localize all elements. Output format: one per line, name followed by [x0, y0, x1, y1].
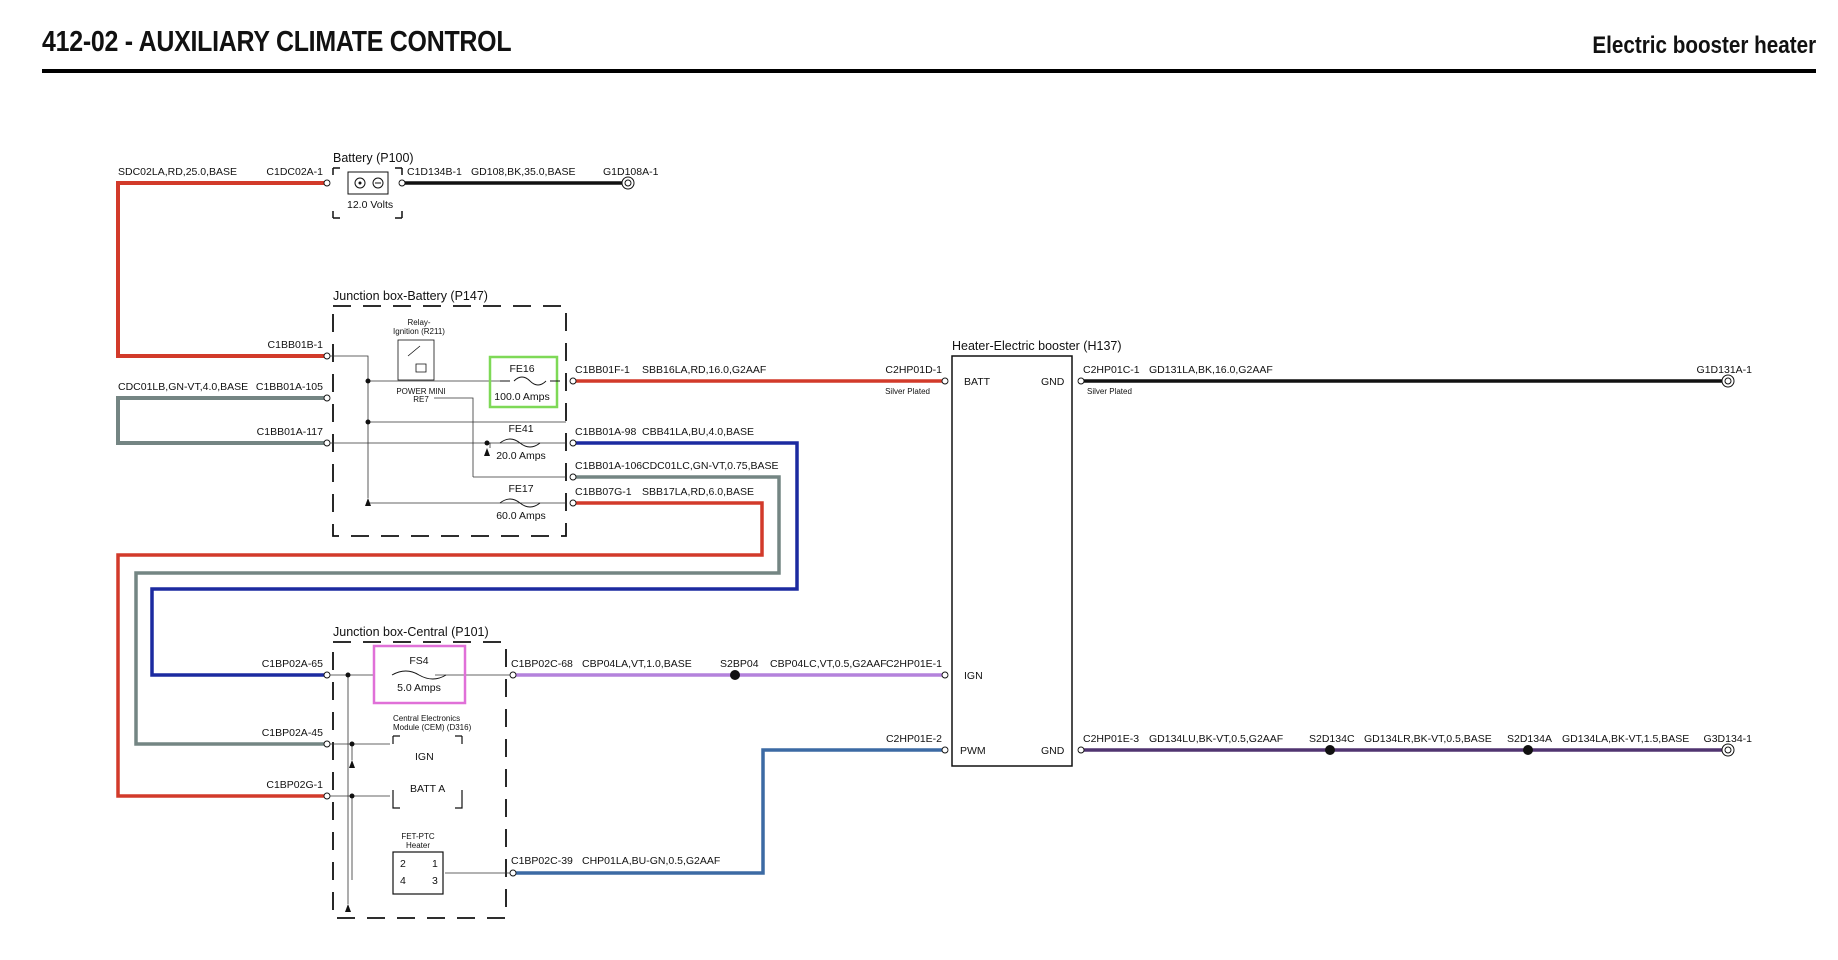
- fuse-fe41-rating: 20.0 Amps: [496, 450, 546, 462]
- fuse-fs4-name: FS4: [409, 655, 428, 667]
- conn-c1bb01a-117: C1BB01A-117: [257, 426, 324, 438]
- wire-cbb41la: [150, 441, 799, 677]
- connector-labels: C1DC02A-1 C1D134B-1 G1D108A-1 C1BB01B-1 …: [256, 166, 1752, 867]
- fuse-fe16-name: FE16: [509, 363, 534, 375]
- connector-pins: [323, 179, 1085, 877]
- conn-g1d131a-1: G1D131A-1: [1697, 364, 1753, 376]
- conn-c1bb01a-106: C1BB01A-106: [575, 460, 642, 472]
- fet-pin-3: 3: [432, 875, 438, 887]
- heater-pin-gnd-2: GND: [1041, 745, 1065, 757]
- wire-label-gd134lu: GD134LU,BK-VT,0.5,G2AAF: [1149, 733, 1283, 745]
- conn-c1bb01a-98: C1BB01A-98: [575, 426, 636, 438]
- splice-s2d134a: S2D134A: [1507, 733, 1552, 745]
- wire-cdc01lb: [116, 396, 327, 445]
- conn-c1bp02a-65: C1BP02A-65: [262, 658, 323, 670]
- wire-label-cbp04la: CBP04LA,VT,1.0,BASE: [582, 658, 692, 670]
- conn-c1bb07g-1: C1BB07G-1: [575, 486, 632, 498]
- fet-pin-4: 4: [400, 875, 406, 887]
- conn-c1d134b-1: C1D134B-1: [407, 166, 462, 178]
- conn-c2hp01c-1: C2HP01C-1: [1083, 364, 1140, 376]
- wire-label-gd131la: GD131LA,BK,16.0,G2AAF: [1149, 364, 1273, 376]
- battery-title: Battery (P100): [333, 151, 414, 165]
- heater-pin-ign: IGN: [964, 670, 983, 682]
- wire-label-sdc02la: SDC02LA,RD,25.0,BASE: [118, 166, 237, 178]
- fet-label-1: FET-PTC: [401, 832, 435, 841]
- heater-pin-batt: BATT: [964, 376, 991, 388]
- cem-label-2: Module (CEM) (D316): [393, 723, 472, 732]
- conn-c2hp01e-3: C2HP01E-3: [1083, 733, 1139, 745]
- splice-s2bp04: S2BP04: [720, 658, 759, 670]
- note-silver-plated-batt: Silver Plated: [885, 387, 930, 396]
- heater-pin-pwm: PWM: [960, 745, 986, 757]
- fuse-fe17-rating: 60.0 Amps: [496, 510, 546, 522]
- splice-points: [730, 670, 1533, 755]
- fet-label-2: Heater: [406, 841, 430, 850]
- conn-c1bp02c-39: C1BP02C-39: [511, 855, 573, 867]
- relay-label-1: Relay-: [407, 318, 430, 327]
- wire-label-sbb16la: SBB16LA,RD,16.0,G2AAF: [642, 364, 766, 376]
- battery-p100: Battery (P100) 12.0 Volts: [332, 151, 414, 219]
- conn-c1dc02a-1: C1DC02A-1: [266, 166, 323, 178]
- heater-electric-booster: Heater-Electric booster (H137) BATT GND …: [951, 339, 1122, 767]
- conn-c2hp01e-1: C2HP01E-1: [886, 658, 942, 670]
- wire-label-gd134la: GD134LA,BK-VT,1.5,BASE: [1562, 733, 1689, 745]
- header-rule: [42, 69, 1816, 73]
- wire-chp01la: [513, 748, 945, 875]
- wire-sbb17la: [116, 501, 764, 798]
- note-silver-plated-gnd: Silver Plated: [1087, 387, 1132, 396]
- conn-c1bp02a-45: C1BP02A-45: [262, 727, 323, 739]
- relay-type-2: RE7: [413, 395, 429, 404]
- fet-pin-2: 2: [400, 858, 406, 870]
- fuse-fe17-name: FE17: [508, 483, 533, 495]
- wire-label-gd108: GD108,BK,35.0,BASE: [471, 166, 575, 178]
- junction-box-battery: Junction box-Battery (P147) Relay- Ignit…: [327, 289, 567, 537]
- fuse-fe16: FE16 100.0 Amps: [488, 355, 560, 409]
- splice-s2d134c: S2D134C: [1309, 733, 1355, 745]
- conn-c1bb01f-1: C1BB01F-1: [575, 364, 630, 376]
- conn-c2hp01e-2: C2HP01E-2: [886, 733, 942, 745]
- conn-c1bb01b-1: C1BB01B-1: [268, 339, 324, 351]
- conn-c1bb01a-105: C1BB01A-105: [256, 381, 323, 393]
- wire-labels: SDC02LA,RD,25.0,BASE GD108,BK,35.0,BASE …: [118, 166, 1689, 867]
- conn-g1d108a-1: G1D108A-1: [603, 166, 659, 178]
- fuse-fe16-rating: 100.0 Amps: [494, 391, 549, 403]
- wire-label-sbb17la: SBB17LA,RD,6.0,BASE: [642, 486, 754, 498]
- page-subtitle: Electric booster heater: [1592, 32, 1816, 59]
- wire-label-cdc01lb: CDC01LB,GN-VT,4.0,BASE: [118, 381, 248, 393]
- page-title: 412-02 - AUXILIARY CLIMATE CONTROL: [42, 26, 512, 58]
- wire-label-cdc01lc: CDC01LC,GN-VT,0.75,BASE: [642, 460, 779, 472]
- battery-rating: 12.0 Volts: [347, 199, 393, 211]
- fuse-fe41-name: FE41: [508, 423, 533, 435]
- cem-ign: IGN: [415, 751, 434, 763]
- fuse-fs4-rating: 5.0 Amps: [397, 682, 441, 694]
- junction-box-central: Junction box-Central (P101) FS4 5.0 Amps…: [327, 625, 513, 919]
- conn-c1bp02g-1: C1BP02G-1: [266, 779, 323, 791]
- fet-pin-1: 1: [432, 858, 438, 870]
- wire-label-cbb41la: CBB41LA,BU,4.0,BASE: [642, 426, 754, 438]
- conn-c1bp02c-68: C1BP02C-68: [511, 658, 573, 670]
- cem-label-1: Central Electronics: [393, 714, 460, 723]
- fuse-fe17: FE17 60.0 Amps: [496, 483, 546, 522]
- heater-pin-gnd-1: GND: [1041, 376, 1065, 388]
- relay-label-2: Ignition (R211): [393, 327, 445, 336]
- jb-battery-title: Junction box-Battery (P147): [333, 289, 488, 303]
- conn-c2hp01d-1: C2HP01D-1: [885, 364, 942, 376]
- wire-sdc02la: [116, 181, 327, 358]
- wire-label-gd134lr: GD134LR,BK-VT,0.5,BASE: [1364, 733, 1492, 745]
- fuse-fe41: FE41 20.0 Amps: [496, 423, 546, 462]
- relay-type-1: POWER MINI: [396, 387, 445, 396]
- jb-central-title: Junction box-Central (P101): [333, 625, 489, 639]
- ground-terminals: [621, 176, 1735, 757]
- cem-batt-a: BATT A: [410, 783, 445, 795]
- wire-label-chp01la: CHP01LA,BU-GN,0.5,G2AAF: [582, 855, 720, 867]
- wire-label-cbp04lc: CBP04LC,VT,0.5,G2AAF: [770, 658, 887, 670]
- heater-title: Heater-Electric booster (H137): [952, 339, 1122, 353]
- wire-cdc01lc: [134, 475, 781, 746]
- conn-g3d134-1: G3D134-1: [1704, 733, 1753, 745]
